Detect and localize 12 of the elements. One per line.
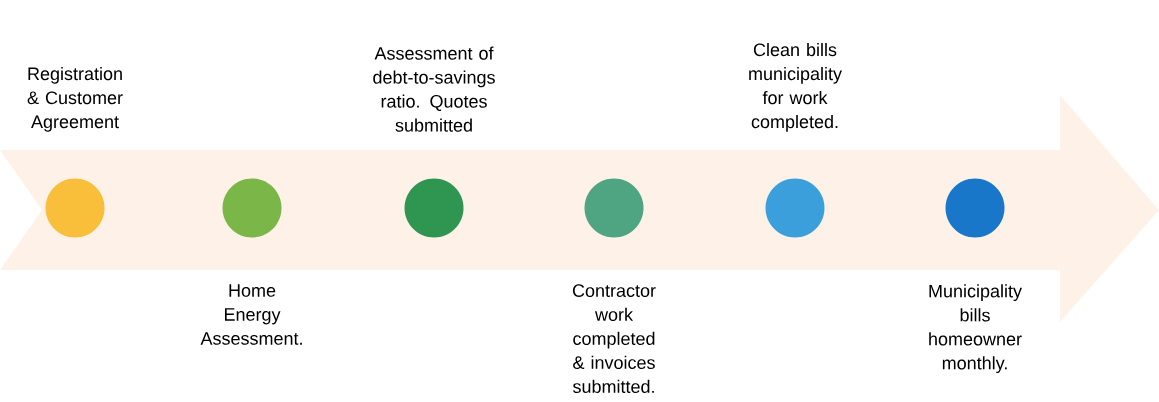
step-circle bbox=[404, 178, 464, 238]
step-label: Municipality bills homeowner monthly. bbox=[929, 284, 1022, 374]
step-circle bbox=[222, 178, 282, 238]
step-circle bbox=[45, 178, 105, 238]
step-circle bbox=[765, 178, 825, 238]
step-label: Registration & Customer Agreement bbox=[27, 66, 123, 132]
step-label: Home Energy Assessment. bbox=[200, 284, 302, 345]
step-circle bbox=[945, 178, 1005, 238]
step-circle bbox=[584, 178, 644, 238]
step-label: Clean bills municipality for work completed. bbox=[749, 42, 842, 132]
step-label: Contractor work completed & invoices submitted. bbox=[572, 284, 656, 393]
step-label: Assessment of debt-to-savings ratio. Quotes submitted bbox=[373, 46, 495, 132]
